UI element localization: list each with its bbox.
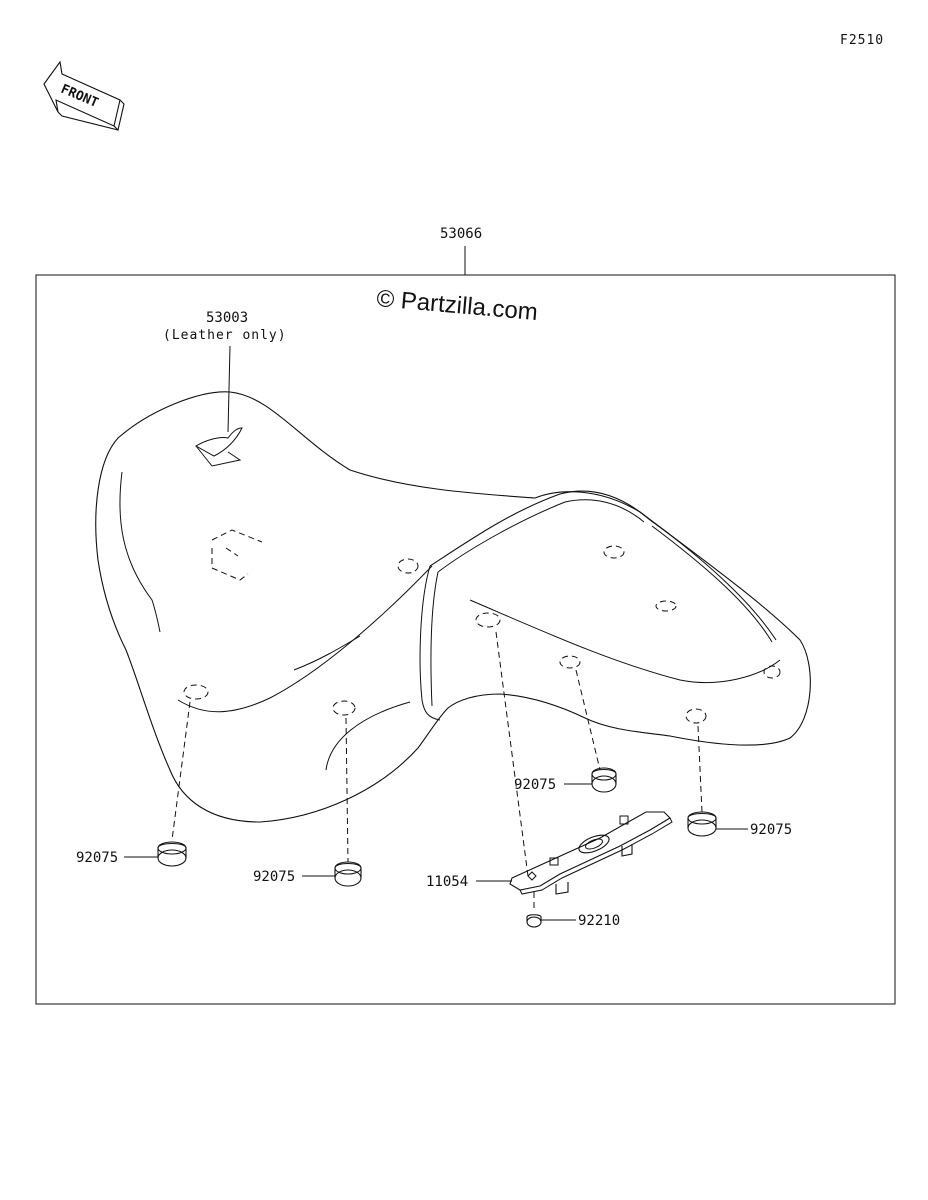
damper-center-left-part-number: 92075	[253, 869, 295, 885]
assembly-line-rear-right	[697, 725, 703, 813]
bracket	[509, 811, 673, 895]
damper-rear-right	[687, 811, 717, 837]
watermark: © Partzilla.com	[375, 285, 538, 326]
assembly-frame	[35, 274, 896, 1005]
nut-part-number: 92210	[578, 913, 620, 929]
damper-front-left-part-number: 92075	[76, 850, 118, 866]
emblem-part-number: 53003	[206, 310, 248, 326]
nut	[526, 914, 542, 928]
damper-rear-right-part-number: 92075	[750, 822, 792, 838]
seat-illustration	[95, 391, 811, 823]
emblem-leader-line	[227, 345, 231, 433]
bracket-part-number: 11054	[426, 874, 468, 890]
assembly-part-number: 53066	[440, 226, 482, 242]
emblem-note: (Leather only)	[163, 328, 287, 343]
front-arrow-label: FRONT	[58, 82, 100, 111]
assembly-line-center-left	[345, 717, 349, 863]
damper-front-left	[157, 841, 187, 867]
damper-center-right	[591, 767, 617, 793]
damper-center-left	[334, 861, 362, 887]
front-direction-arrow-icon: FRONT	[43, 60, 125, 132]
assembly-line-front-left	[171, 701, 191, 841]
assembly-line-bracket	[495, 631, 529, 877]
figure-code: F2510	[840, 33, 884, 48]
damper-center-right-part-number: 92075	[514, 777, 556, 793]
assembly-line-center-right	[575, 669, 601, 771]
